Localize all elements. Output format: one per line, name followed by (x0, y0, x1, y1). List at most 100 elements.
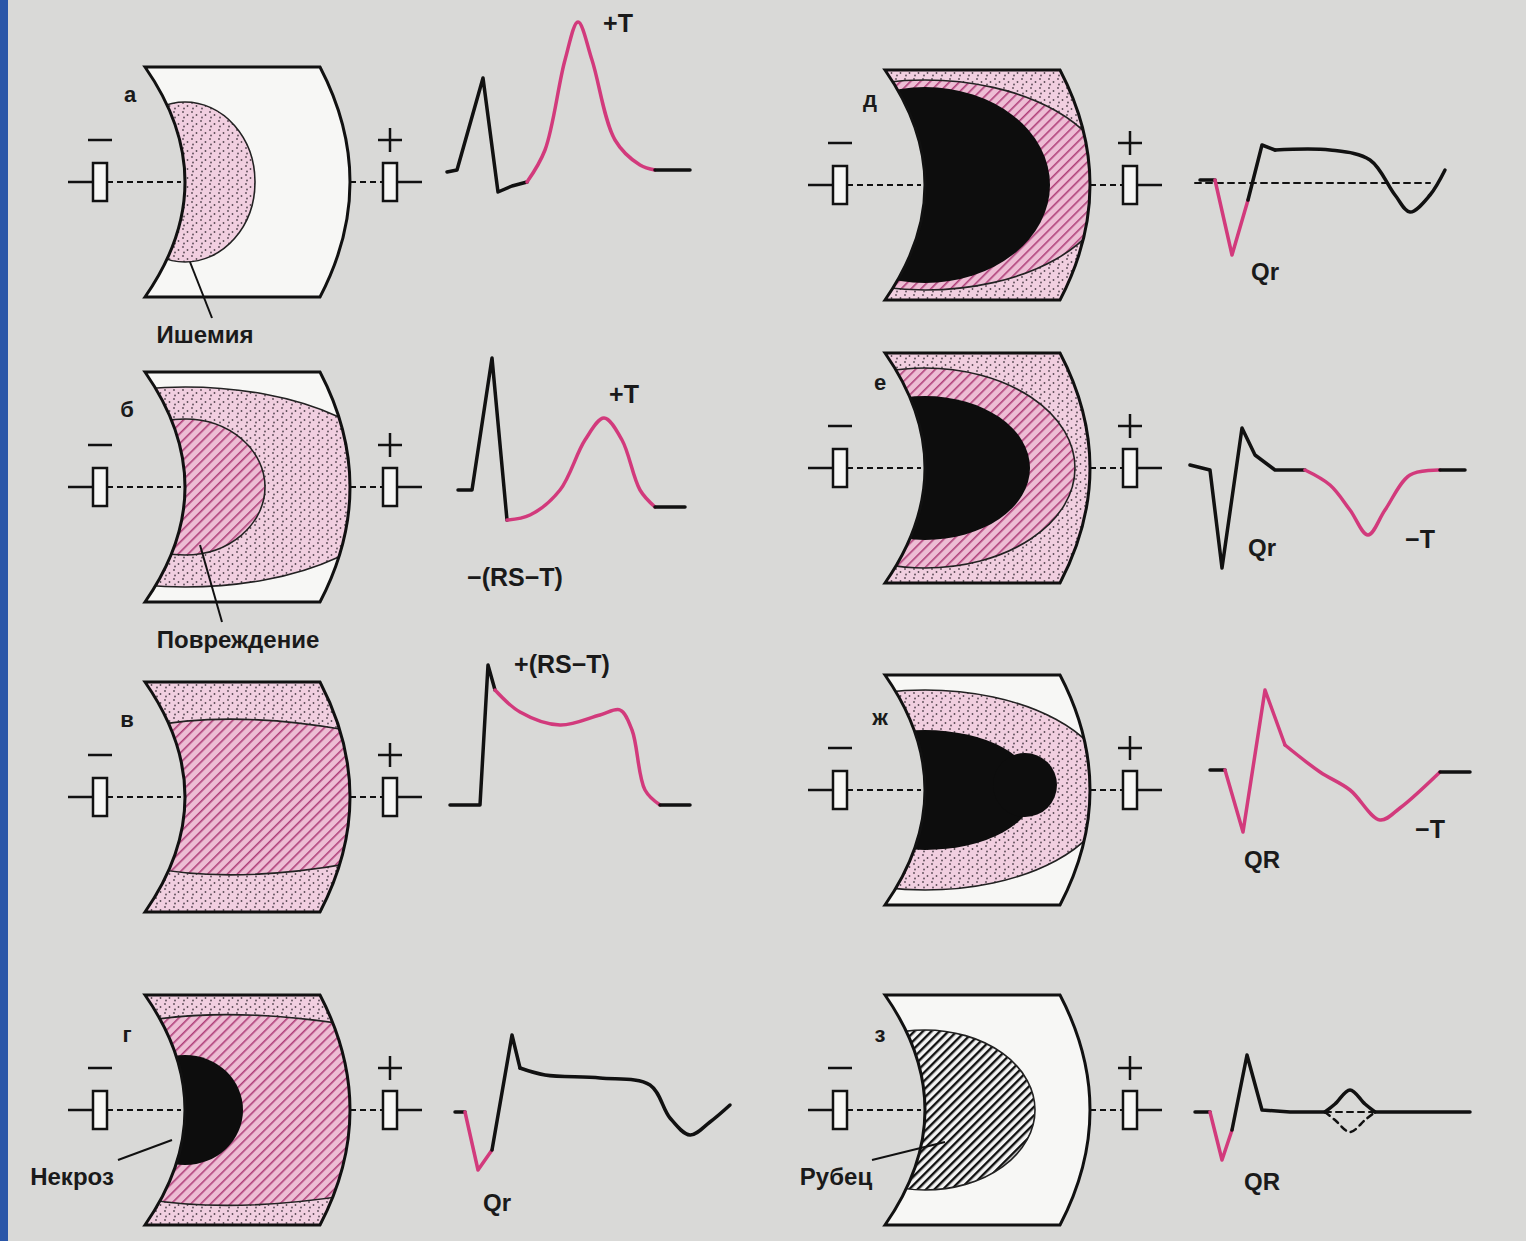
ecg-trace (458, 358, 507, 520)
zone-label: Ишемия (157, 322, 254, 348)
ecg-trace (507, 418, 655, 520)
panel-letter: в (120, 708, 134, 732)
lesion-zone (993, 753, 1057, 817)
ecg-trace (492, 1035, 520, 1150)
electrode-symbol (68, 445, 112, 506)
wall-outline (885, 995, 1090, 1225)
myocardium-panel (0, 970, 465, 1241)
ecg-trace (655, 505, 685, 509)
ecg-trace (1190, 428, 1305, 568)
lead-axis (847, 1109, 921, 1111)
myocardium-panel (775, 328, 1185, 608)
ecg-trace (1200, 178, 1215, 182)
electrode-symbol (378, 1056, 422, 1129)
electrode-symbol (68, 755, 112, 816)
ecg-trace (1325, 1090, 1375, 1112)
electrode-symbol (808, 143, 852, 204)
panel-letter: з (875, 1023, 886, 1047)
lead-axis (847, 467, 921, 469)
wall-outline (145, 372, 350, 602)
electrode-symbol (808, 426, 852, 487)
zone-label: Некроз (30, 1164, 114, 1190)
wave-label: −T (1415, 816, 1445, 844)
ecg-trace (1232, 1055, 1325, 1130)
ecg-trace (655, 168, 690, 172)
ecg-trace (447, 78, 527, 192)
ecg-trace (1195, 182, 1430, 184)
ecg-trace (1325, 1112, 1375, 1132)
lead-axis (1090, 184, 1123, 186)
panel-letter: е (874, 371, 886, 395)
electrode-symbol (1118, 1056, 1162, 1129)
lead-axis (107, 486, 181, 488)
wave-label: +T (603, 10, 633, 38)
wave-label: Qr (1251, 259, 1279, 285)
ecg-trace (1195, 1110, 1210, 1114)
ecg-trace (1275, 149, 1445, 212)
electrode-symbol (68, 1068, 112, 1129)
lead-axis (107, 1109, 181, 1111)
zone-label: Рубец (800, 1164, 872, 1190)
ecg-trace (1305, 470, 1440, 535)
electrode-symbol (1118, 736, 1162, 809)
ecg-trace (1210, 768, 1225, 772)
ecg-trace (1225, 690, 1285, 832)
wave-label: −(RS−T) (467, 564, 563, 592)
electrode-symbol (378, 433, 422, 506)
ecg-trace (1285, 745, 1440, 820)
leader-line (200, 545, 222, 622)
leader-line (118, 1140, 172, 1160)
myocardium-panel (740, 45, 1185, 325)
ecg-trace (465, 1112, 492, 1170)
myocardium-panel (0, 372, 422, 602)
ecg-trace (1440, 770, 1470, 774)
lesion-zone (0, 970, 465, 1241)
ecg-trace (450, 665, 495, 805)
lead-axis (350, 1109, 383, 1111)
ecg-trace (1440, 468, 1465, 472)
electrode-symbol (1118, 131, 1162, 204)
wave-label: −T (1405, 526, 1435, 554)
electrode-symbol (1118, 414, 1162, 487)
panel-letter: д (863, 88, 877, 112)
panel-letter: г (122, 1023, 131, 1047)
lesion-zone (0, 657, 465, 937)
ecg-trace (520, 1068, 730, 1135)
wall-outline (885, 70, 1090, 300)
electrode-symbol (68, 140, 112, 201)
wave-label: +(RS−T) (514, 651, 610, 679)
wall-outline (145, 995, 350, 1225)
panel-letter: а (124, 83, 136, 107)
electrode-symbol (378, 743, 422, 816)
page-edge (0, 0, 8, 1241)
lead-axis (1090, 789, 1123, 791)
wall-outline (145, 682, 350, 912)
panel-letter: б (120, 398, 134, 422)
ecg-trace (527, 22, 655, 182)
ecg-trace (1325, 1111, 1375, 1113)
ecg-trace (1375, 1110, 1470, 1114)
wave-label: +T (609, 381, 639, 409)
myocardium-panel (808, 995, 1162, 1225)
ecg-trace (495, 690, 660, 805)
electrode-symbol (808, 748, 852, 809)
wave-label: QR (1244, 847, 1280, 873)
lead-axis (847, 184, 921, 186)
lead-axis (1090, 1109, 1123, 1111)
electrode-symbol (808, 1068, 852, 1129)
lead-axis (1090, 467, 1123, 469)
lead-axis (350, 796, 383, 798)
electrode-symbol (378, 128, 422, 201)
lead-axis (107, 181, 181, 183)
ecg-trace (1210, 1112, 1232, 1160)
wave-label: Qr (1248, 535, 1276, 561)
leader-line (872, 1142, 945, 1160)
lead-axis (350, 486, 383, 488)
wall-outline (885, 353, 1090, 583)
leader-line (190, 262, 212, 318)
myocardium-panel (0, 657, 465, 937)
zone-label: Повреждение (157, 627, 320, 653)
wall-outline (145, 67, 350, 297)
